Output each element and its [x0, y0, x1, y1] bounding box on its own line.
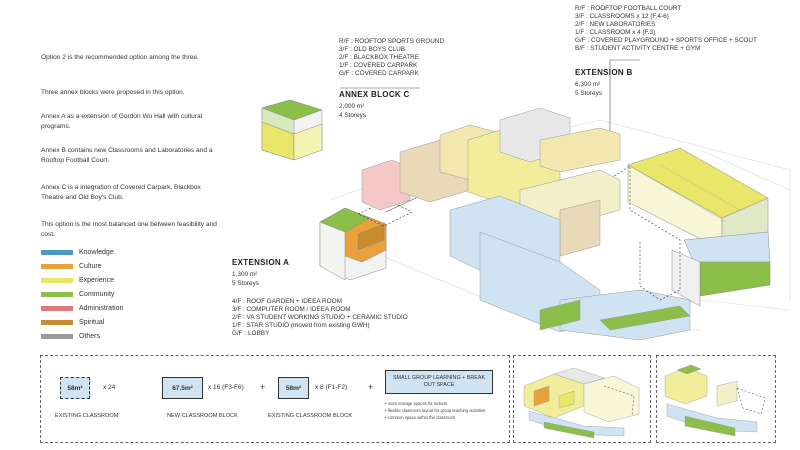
extension-b-floor: G/F : COVERED PLAYGROUND + SPORTS OFFICE… — [575, 37, 757, 44]
legend-item-others: Others — [41, 329, 123, 343]
extension-a-floor: 1/F : STAR STUDIO (moved from existing G… — [232, 322, 370, 329]
extension-a-floor-list: 4/F : ROOF GARDEN + IDEEA ROOM 3/F : COM… — [232, 298, 408, 338]
existing-block-box: 58m² — [278, 377, 309, 399]
legend-label: Culture — [79, 262, 102, 270]
legend-swatch — [41, 319, 73, 325]
legend-swatch — [41, 333, 73, 339]
legend-swatch — [41, 249, 73, 255]
legend-label: Spiritual — [79, 318, 105, 326]
existing-block-caption: EXISTING CLASSROOM BLOCK — [268, 413, 352, 419]
classroom-comparison-panel: 58m² x 24 EXISTING CLASSROOM 67.5m² x 16… — [40, 355, 510, 443]
thumbnail-diagram-2 — [664, 364, 766, 437]
extension-b-model — [627, 147, 771, 307]
legend-swatch — [41, 305, 73, 311]
annex-c-floor: G/F : COVERED CARPARK — [339, 70, 419, 77]
thumbnail-panel-1 — [513, 355, 651, 443]
annex-c-floor-list: R/F : ROOFTOP SPORTS GROUND 3/F : OLD BO… — [339, 38, 444, 78]
existing-classroom-caption: EXISTING CLASSROOM — [55, 413, 119, 419]
extension-b-title: EXTENSION B — [575, 68, 633, 77]
extension-b-footprint — [613, 165, 681, 301]
legend-item-community: Community — [41, 287, 123, 301]
legend-label: Community — [79, 290, 115, 298]
intro-paragraph-4: Annex B contains new Classrooms and Labo… — [41, 147, 213, 164]
extension-a-floor: G/F : LOBBY — [232, 330, 270, 337]
intro-paragraph-3: Annex A as a extension of Gordon Wu Hall… — [41, 113, 203, 130]
legend-swatch — [41, 263, 73, 269]
intro-paragraph-1: Option 2 is the recommended option among… — [41, 54, 199, 61]
intro-paragraph-2: Three annex blocks were proposed in this… — [41, 89, 185, 96]
annex-c-model — [261, 99, 323, 161]
leader-lines — [331, 59, 640, 268]
annex-c-floor: 1/F : COVERED CARPARK — [339, 62, 418, 69]
existing-classroom-count: x 24 — [103, 384, 116, 391]
legend-item-culture: Culture — [41, 259, 123, 273]
annex-c-floor: 3/F : OLD BOYS CLUB — [339, 46, 406, 53]
annex-c-floor: 2/F : BLACKBOX THEATRE — [339, 54, 420, 61]
extension-b-storeys: 5 Storeys — [575, 90, 602, 97]
existing-buildings — [361, 107, 691, 341]
feature-bullet: • flexible classroom layout for group te… — [385, 408, 486, 413]
new-classroom-count: x 16 (F3-F6) — [208, 384, 244, 391]
annex-c-floor: R/F : ROOFTOP SPORTS GROUND — [339, 38, 445, 45]
intro-paragraph-6: This option is the most balanced one bet… — [41, 221, 217, 238]
thumbnail-diagram-1 — [523, 367, 640, 439]
existing-classroom-box: 58m² — [60, 377, 90, 399]
legend-label: Knowledge — [79, 248, 114, 256]
legend-swatch — [41, 291, 73, 297]
legend-item-knowledge: Knowledge — [41, 245, 123, 259]
legend-item-administration: Administration — [41, 301, 123, 315]
extension-b-floor: 3/F : CLASSROOMS x 12 (F.4-6) — [575, 13, 669, 20]
legend-label: Others — [79, 332, 101, 340]
annex-c-area: 2,000 m² — [339, 103, 365, 110]
extension-a-floor: 3/F : COMPUTER ROOM / IDEEA ROOM — [232, 306, 351, 313]
existing-block-count: x 8 (F1-F2) — [315, 384, 348, 391]
extension-b-floor: 1/F : CLASSROOM x 4 (F.3) — [575, 29, 656, 36]
extension-b-floor: 2/F : NEW LABORATORIES — [575, 21, 656, 28]
annex-c-storeys: 4 Storeys — [339, 112, 366, 119]
extension-a-title: EXTENSION A — [232, 258, 290, 267]
legend-label: Administration — [79, 304, 124, 312]
extension-a-area: 1,300 m² — [232, 271, 258, 278]
new-classroom-box: 67.5m² — [162, 377, 203, 399]
legend-item-experience: Experience — [41, 273, 123, 287]
extension-b-area: 6,300 m² — [575, 81, 601, 88]
feature-bullet: • more storage spaces for lockers — [385, 401, 448, 406]
extension-b-floor-list: R/F : ROOFTOP FOOTBALL COURT 3/F : CLASS… — [575, 5, 757, 53]
annex-c-title: ANNEX BLOCK C — [339, 90, 410, 99]
plus-sign: + — [260, 382, 266, 392]
legend-label: Experience — [79, 276, 115, 284]
extension-b-floor: B/F : STUDENT ACTIVITY CENTRE + GYM — [575, 45, 701, 52]
plus-sign: + — [368, 382, 374, 392]
extension-a-model — [319, 207, 387, 281]
thumbnail-panel-2 — [656, 355, 776, 443]
extension-a-storeys: 5 Storeys — [232, 280, 259, 287]
legend: Knowledge Culture Experience Community A… — [41, 245, 123, 343]
extension-a-floor: 2/F : VA STUDENT WORKING STUDIO + CERAMI… — [232, 314, 408, 321]
extension-a-footprint — [357, 199, 413, 227]
legend-swatch — [41, 277, 73, 283]
intro-paragraph-5: Annex C is a integration of Covered Carp… — [41, 184, 201, 201]
legend-item-spiritual: Spiritual — [41, 315, 123, 329]
feature-bullet: • common space within the classroom — [385, 415, 456, 420]
feature-bullet-text: common space within the classroom — [387, 415, 456, 420]
extension-b-floor: R/F : ROOFTOP FOOTBALL COURT — [575, 5, 682, 12]
new-classroom-caption: NEW CLASSROOM BLOCK — [167, 413, 238, 419]
feature-bullet-text: flexible classroom layout for group teac… — [387, 408, 486, 413]
extension-a-floor: 4/F : ROOF GARDEN + IDEEA ROOM — [232, 298, 342, 305]
small-group-learning-box: SMALL GROUP LEARNING + BREAK OUT SPACE — [385, 370, 493, 394]
feature-bullet-text: more storage spaces for lockers — [387, 401, 448, 406]
